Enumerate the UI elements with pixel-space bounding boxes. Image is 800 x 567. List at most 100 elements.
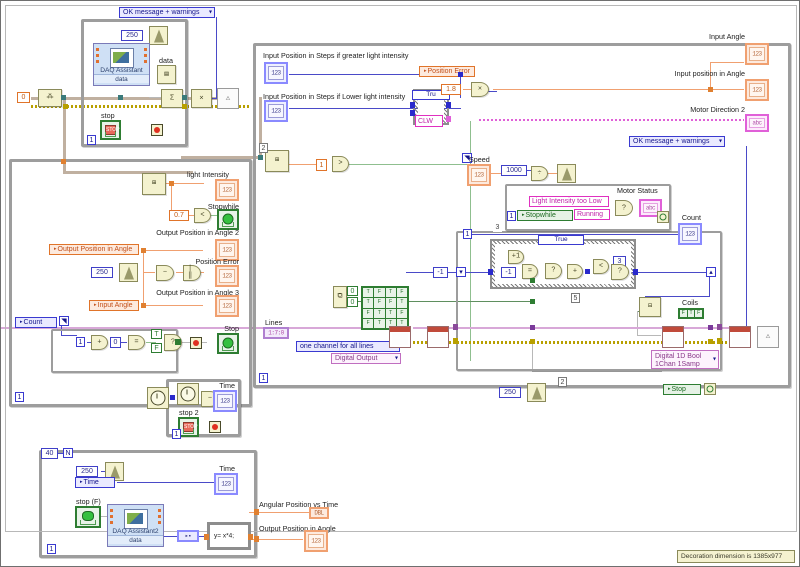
constant-minus-1-a[interactable]: -1 — [501, 267, 516, 278]
multiply-node-top[interactable]: ✕ — [191, 89, 212, 108]
bool-cell-0-1[interactable]: F — [374, 288, 385, 298]
local-var-input-angle[interactable]: ▸ Input Angle — [89, 300, 139, 311]
bool-cell-1-0[interactable]: T — [363, 298, 374, 308]
bool-cell-3-2[interactable]: T — [385, 318, 396, 328]
wait-ms-node-speed[interactable] — [557, 164, 576, 183]
absolute-value-node[interactable]: |‖ — [183, 265, 201, 281]
constant-0-left[interactable]: 0 — [110, 337, 121, 348]
constant-0-7[interactable]: 0.7 — [169, 210, 189, 221]
conditional-terminal-left[interactable] — [190, 337, 202, 349]
divide-node-speed[interactable]: ÷ — [531, 166, 548, 181]
local-var-stop-right[interactable]: ▸ Stop — [663, 384, 701, 395]
dropdown-one-channel-all-lines[interactable]: one channel for all lines — [296, 341, 400, 352]
constant-250-left[interactable]: 250 — [91, 267, 113, 278]
local-var-output-position-in-angle[interactable]: ▸ Output Position in Angle — [49, 244, 139, 255]
constant-0-grid-b[interactable]: 0 — [347, 297, 358, 307]
stop-button-2[interactable]: STOP — [178, 417, 199, 437]
conditional-terminal-top[interactable] — [151, 124, 163, 136]
wait-ms-node-right[interactable] — [527, 383, 546, 402]
bool-cell-3-0[interactable]: F — [363, 318, 374, 328]
indicator-input-angle[interactable]: 123 — [745, 43, 769, 65]
indicator-angular-position-vs-time[interactable]: DBL — [309, 507, 329, 519]
constant-bool-f[interactable]: F — [151, 343, 162, 353]
greater-than-node[interactable]: > — [332, 156, 349, 172]
constant-0-grid-a[interactable]: 0 — [347, 286, 358, 296]
equal-node-left[interactable]: = — [128, 335, 145, 350]
select-node-left[interactable]: ? — [164, 334, 182, 351]
simple-error-handler-top[interactable]: ⚠ — [217, 88, 239, 109]
terminal-input-position-lower[interactable]: 123 — [264, 100, 288, 122]
bool-cell-2-3[interactable]: F — [396, 308, 407, 318]
formula-node[interactable]: y= x*4; — [207, 522, 251, 550]
indicator-output-position-angle-3[interactable]: 123 — [215, 295, 239, 317]
constant-40[interactable]: 40 — [41, 448, 58, 459]
daq-assistant-express-vi[interactable]: DAQ Assistant data — [93, 43, 150, 86]
index-array-node[interactable]: ⊞ — [265, 150, 289, 172]
increment-node[interactable]: +1 — [508, 250, 524, 264]
indicator-light-intensity[interactable]: 123 — [215, 179, 239, 201]
constant-clw[interactable]: CLW — [415, 115, 443, 127]
case-selector-tru[interactable]: Tru — [412, 90, 450, 100]
stop-button-top[interactable]: STOP — [100, 120, 121, 140]
index-array-node-left[interactable]: ⊞ — [142, 173, 166, 195]
constant-1-compare[interactable]: 1 — [316, 159, 327, 171]
local-var-position-error[interactable]: ▸ Position Error — [419, 66, 475, 77]
string-light-intensity-too-low[interactable]: Light Intensity too Low — [529, 196, 609, 207]
bool-cell-3-1[interactable]: T — [374, 318, 385, 328]
constant-bool-t[interactable]: T — [151, 329, 162, 339]
select-node-motor-status[interactable]: ? — [615, 200, 633, 216]
constant-250-bottom[interactable]: 250 — [76, 466, 98, 477]
tick-count-node-outer[interactable] — [147, 387, 169, 409]
conditional-terminal-motor[interactable] — [657, 211, 669, 223]
indicator-stopwhile[interactable] — [217, 209, 239, 230]
mean-node[interactable]: Σ — [161, 89, 183, 108]
conditional-terminal-right[interactable] — [704, 383, 716, 395]
array-init-node[interactable]: ⁂ — [38, 89, 62, 107]
increment-node-2[interactable]: + — [567, 264, 583, 279]
daq-assistant2-express-vi[interactable]: DAQ Assistant2 data — [107, 504, 164, 547]
bool-cell-2-0[interactable]: F — [363, 308, 374, 318]
terminal-input-position-greater[interactable]: 123 — [264, 62, 288, 84]
indicator-input-position-in-angle[interactable]: 123 — [745, 79, 769, 101]
indicator-output-position-in-angle-bottom[interactable]: 123 — [304, 530, 328, 552]
conditional-terminal-time[interactable] — [209, 421, 221, 433]
bool-cell-1-1[interactable]: F — [374, 298, 385, 308]
local-var-time[interactable]: ▸ Time — [75, 477, 115, 488]
bool-cell-1-3[interactable]: T — [396, 298, 407, 308]
bool-cell-2-2[interactable]: T — [385, 308, 396, 318]
local-var-count[interactable]: ▸ Count — [15, 317, 57, 328]
wait-ms-node-top[interactable] — [149, 26, 168, 45]
bool-cell-0-3[interactable]: F — [396, 288, 407, 298]
bool-cell-1-2[interactable]: F — [385, 298, 396, 308]
constant-1-8[interactable]: 1.8 — [441, 84, 461, 95]
dropdown-ok-message-top[interactable]: OK message + warnings — [119, 7, 215, 18]
dropdown-digital-output[interactable]: Digital Output — [331, 353, 401, 364]
daq-clear-task-node[interactable] — [729, 326, 751, 348]
indicator-position-error[interactable]: 123 — [215, 265, 239, 287]
convert-node-bottom[interactable]: ▸▪ — [177, 530, 199, 542]
less-than-node-light[interactable]: < — [194, 208, 211, 223]
waveform-chart-node[interactable]: ▤ — [157, 65, 176, 84]
select-node-case-2[interactable]: ? — [611, 264, 629, 280]
indicator-time-bottom[interactable]: 123 — [214, 473, 238, 495]
wait-ms-node-left[interactable] — [119, 263, 138, 282]
dropdown-ok-message-right[interactable]: OK message + warnings — [629, 136, 725, 147]
constant-250-right[interactable]: 250 — [499, 387, 521, 398]
subtract-node-left[interactable]: − — [156, 265, 174, 281]
select-node-case[interactable]: ? — [545, 263, 562, 279]
control-stop-f[interactable] — [75, 506, 101, 528]
constant-1000[interactable]: 1000 — [501, 165, 527, 176]
bool-cell-0-0[interactable]: T — [363, 288, 374, 298]
increment-node-left[interactable]: + — [91, 335, 108, 350]
indicator-motor-direction-2[interactable]: abc — [745, 114, 769, 132]
daq-start-task-node[interactable] — [427, 326, 449, 348]
case-selector-true[interactable]: True — [538, 235, 584, 245]
terminal-lines[interactable]: 1:7:0 — [263, 327, 289, 339]
build-array-node[interactable]: ⊟ — [639, 297, 661, 317]
daq-create-channel-node[interactable] — [389, 326, 411, 348]
indicator-output-position-angle-2[interactable]: 123 — [215, 239, 239, 261]
bool-cell-3-3[interactable]: T — [396, 318, 407, 328]
tick-count-node-inner[interactable] — [177, 383, 199, 405]
